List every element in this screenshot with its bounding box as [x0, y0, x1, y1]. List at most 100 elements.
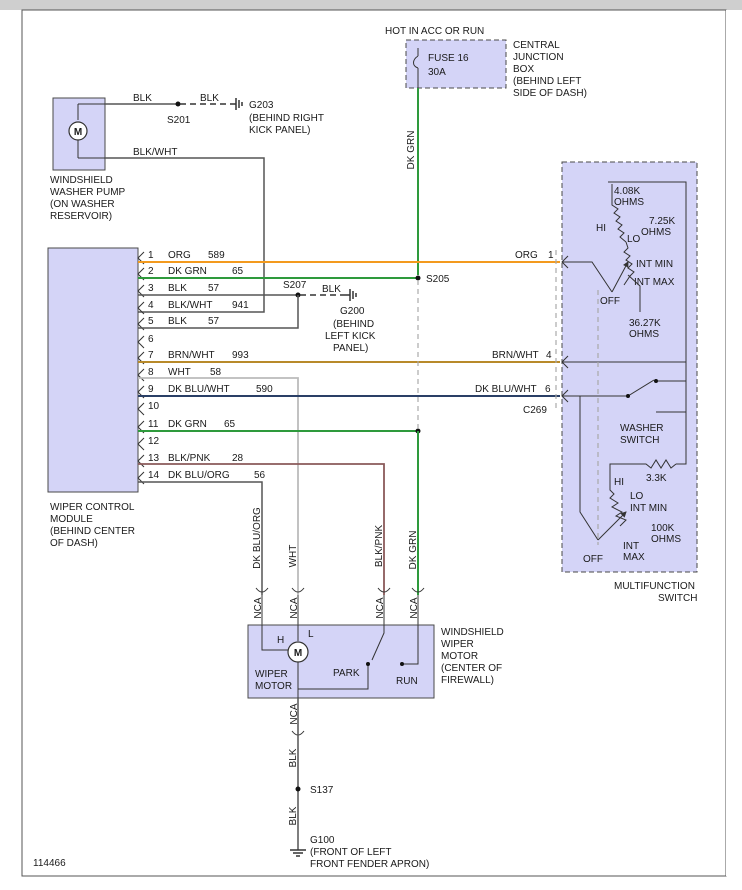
- svg-text:DK BLU/ORG: DK BLU/ORG: [252, 507, 263, 569]
- g203-loc2: KICK PANEL): [249, 125, 311, 136]
- r100-a: 100K: [651, 523, 675, 534]
- switch-brn-pin: 4: [546, 350, 552, 361]
- r3627-a: 36.27K: [629, 318, 661, 329]
- svg-text:NCA: NCA: [289, 597, 300, 618]
- r725-a: 7.25K: [649, 216, 675, 227]
- motor-desc-label: WINDSHIELD WIPER MOTOR (CENTER OF FIREWA…: [441, 627, 504, 686]
- figure-number: 114466: [33, 858, 66, 869]
- svg-text:(CENTER OF: (CENTER OF: [441, 663, 502, 674]
- module-pin-chevron: [137, 454, 145, 468]
- multifunction-switch: [561, 161, 698, 573]
- cjb-label: CENTRAL JUNCTION BOX (BEHIND LEFT SIDE O…: [513, 40, 587, 99]
- module-pin-wire-color: DK BLU/WHT: [168, 384, 230, 395]
- module-pin-number: 1: [148, 250, 154, 261]
- g203-ground-icon: [232, 98, 243, 110]
- c269-label: C269: [523, 405, 547, 416]
- module-pin-number: 8: [148, 367, 154, 378]
- module-pin-chevron: [137, 437, 145, 451]
- switch-name-b: SWITCH: [658, 593, 697, 604]
- g100-label: G100: [310, 835, 335, 846]
- module-pin-wire-color: ORG: [168, 250, 191, 261]
- switch-org-label: ORG: [515, 250, 538, 261]
- park-run-switch-wire: [298, 625, 419, 690]
- pump-blk-wht-wire: [105, 157, 265, 313]
- switch-brn-label: BRN/WHT: [492, 350, 539, 361]
- motor-park-label: PARK: [333, 668, 360, 679]
- motor-run-label: RUN: [396, 676, 418, 687]
- svg-text:MODULE: MODULE: [50, 514, 93, 525]
- scrollbar[interactable]: [726, 10, 742, 876]
- resistor-100k: [609, 480, 627, 527]
- switch-blu-pin: 6: [545, 384, 551, 395]
- r408-a: 4.08K: [614, 186, 640, 197]
- washer-contact-a: [626, 394, 630, 398]
- motor-h-label: H: [277, 635, 284, 646]
- svg-text:WASHER PUMP: WASHER PUMP: [50, 187, 126, 198]
- svg-text:OF DASH): OF DASH): [50, 538, 98, 549]
- module-pin-chevron: [137, 301, 145, 315]
- module-pin-chevron: [137, 368, 145, 382]
- module-pin-number: 12: [148, 436, 160, 447]
- hot-label: HOT IN ACC OR RUN: [385, 26, 484, 37]
- switch-int-min: INT MIN: [636, 259, 673, 270]
- motor-lead-labels: DK BLU/ORG WHT BLK/PNK DK GRN NCA NCA NC…: [252, 507, 420, 619]
- svg-text:RESERVOIR): RESERVOIR): [50, 211, 112, 222]
- s205-label: S205: [426, 274, 450, 285]
- svg-text:SIDE OF DASH): SIDE OF DASH): [513, 88, 587, 99]
- pump-label: WINDSHIELD WASHER PUMP (ON WASHER RESERV…: [50, 175, 126, 222]
- module-pin-circuit: 589: [208, 250, 225, 261]
- motor-h-wire: [261, 625, 289, 651]
- switch-org-pin: 1: [548, 250, 554, 261]
- switch-lo: LO: [627, 234, 641, 245]
- lower-switch-wire: [676, 362, 687, 465]
- module-pin-circuit: 57: [208, 283, 220, 294]
- module-pin-wire-color: BLK/PNK: [168, 453, 211, 464]
- upper-switch-in-wire: [562, 261, 613, 293]
- module-pin-wire-color: BLK: [168, 316, 187, 327]
- module-pin-number: 3: [148, 283, 154, 294]
- top-bar: [0, 0, 742, 10]
- park-contact: [366, 662, 370, 666]
- bottom-blk-label: BLK: [288, 748, 299, 767]
- motor-label-a: WIPER: [255, 669, 288, 680]
- switch-off2: OFF: [583, 554, 603, 565]
- resistor-3-3k: [609, 459, 677, 480]
- svg-text:BLK/PNK: BLK/PNK: [374, 525, 385, 568]
- module-pin-number: 4: [148, 300, 154, 311]
- motor-l-label: L: [308, 629, 314, 640]
- fuse-rating: 30A: [428, 67, 446, 78]
- r3627-leader: [627, 274, 641, 312]
- module-pin-number: 9: [148, 384, 154, 395]
- wiper-control-module: [47, 247, 139, 493]
- run-contact: [400, 662, 404, 666]
- fuse-symbol: [413, 48, 419, 88]
- switch-hi: HI: [596, 223, 606, 234]
- module-pin-wire-color: BLK/WHT: [168, 300, 212, 311]
- s201-label: S201: [167, 115, 191, 126]
- wire-wht-58: [138, 377, 299, 595]
- module-pin-circuit: 56: [254, 470, 266, 481]
- washer-label-b: SWITCH: [620, 435, 659, 446]
- feed-wire-label: DK GRN: [406, 131, 417, 170]
- module-pin-chevron: [137, 402, 145, 416]
- svg-text:FIREWALL): FIREWALL): [441, 675, 494, 686]
- module-pin-number: 13: [148, 453, 160, 464]
- central-junction-box: [405, 39, 507, 89]
- g100-loc1: (FRONT OF LEFT: [310, 847, 391, 858]
- pump-blk-label: BLK: [133, 93, 152, 104]
- r100-b: OHMS: [651, 534, 681, 545]
- s205-splice: [415, 275, 421, 281]
- svg-text:NCA: NCA: [253, 597, 264, 618]
- switch-int-max2-a: INT: [623, 541, 639, 552]
- module-pin-circuit: 28: [232, 453, 244, 464]
- svg-text:JUNCTION: JUNCTION: [513, 52, 564, 63]
- wire-dk-blu-org-56: [138, 481, 263, 595]
- svg-text:WIPER CONTROL: WIPER CONTROL: [50, 502, 135, 513]
- switch-int-max2-b: MAX: [623, 552, 645, 563]
- lower-switch-left-wire: [579, 396, 599, 541]
- pump-blk-wht-label: BLK/WHT: [133, 147, 177, 158]
- module-pin-number: 10: [148, 401, 160, 412]
- fuse-label: FUSE 16: [428, 53, 469, 64]
- svg-text:CENTRAL: CENTRAL: [513, 40, 560, 51]
